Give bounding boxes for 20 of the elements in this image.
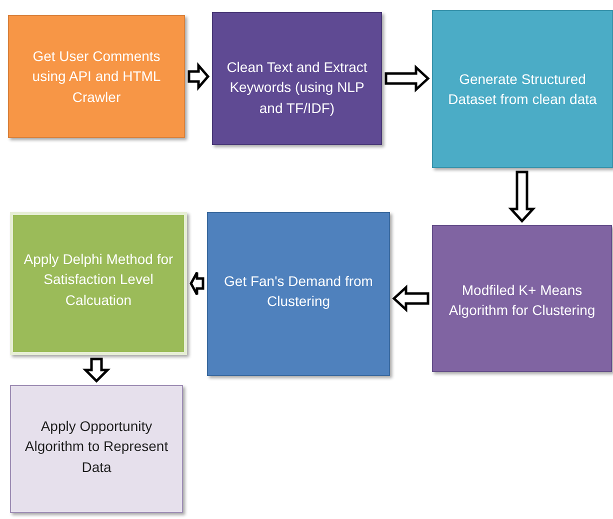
process-box — [10, 212, 187, 355]
step-text: Modfiled K+ Means Algorithm for Clustering — [448, 281, 596, 320]
process-box — [8, 15, 185, 138]
step-text: Clean Text and Extract Keywords (using NLP and TF/IDF) — [226, 58, 368, 118]
step-text: Generate Structured Dataset from clean data — [447, 70, 598, 110]
step-text: Apply Opportunity Algorithm to Represent Data — [24, 417, 170, 477]
process-box — [10, 385, 183, 513]
block-arrow — [392, 284, 430, 312]
step-text: Apply Delphi Method for Satisfaction Level Calcuation — [22, 250, 174, 310]
block-arrow — [384, 64, 430, 92]
step-text: Get User Comments using API and HTML Crawler — [31, 47, 162, 107]
step-text: Get Fan's Demand from Clustering — [223, 272, 374, 312]
process-box — [432, 225, 612, 372]
process-box — [212, 12, 382, 145]
block-arrow — [508, 170, 536, 223]
block-arrow — [190, 271, 204, 296]
block-arrow — [188, 62, 210, 91]
process-box — [207, 212, 390, 376]
process-box — [432, 10, 613, 168]
block-arrow — [82, 358, 111, 383]
